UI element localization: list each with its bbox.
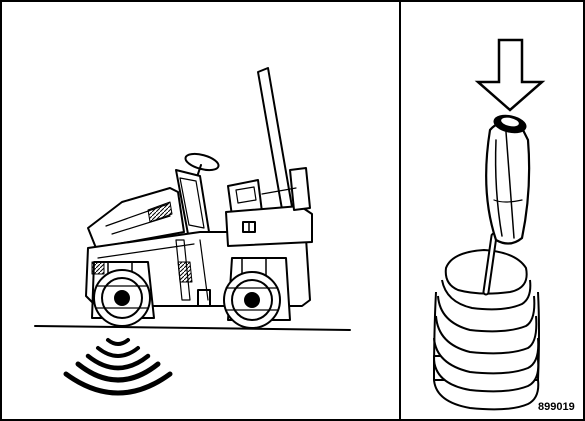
down-arrow-icon [478, 40, 542, 110]
figure-code: 899019 [538, 401, 575, 413]
vibration-waves-icon [66, 340, 170, 393]
roller-icon [35, 68, 350, 330]
